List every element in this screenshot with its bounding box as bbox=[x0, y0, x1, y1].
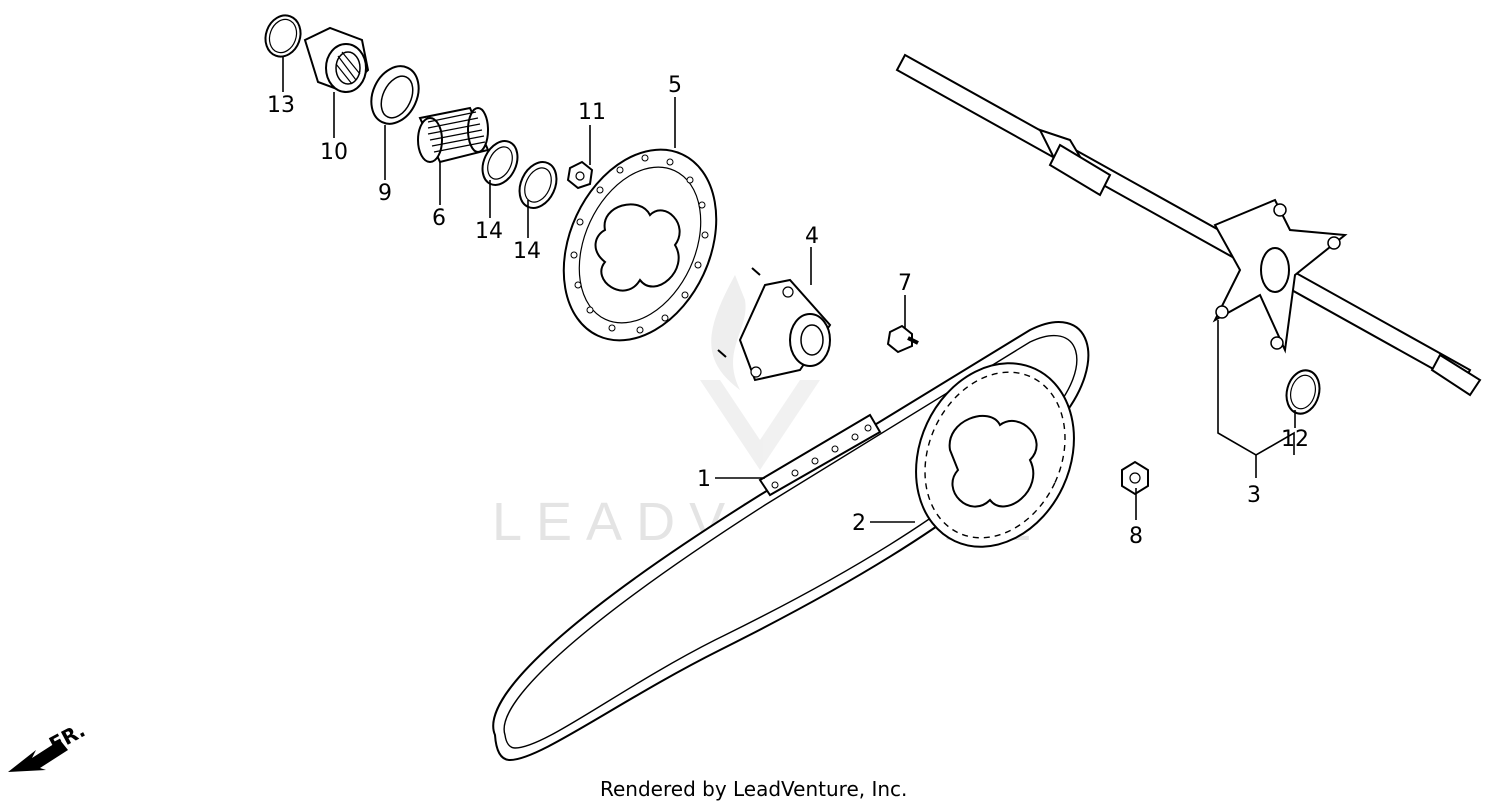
watermark-logo bbox=[700, 275, 820, 470]
oil-seal-14a bbox=[481, 140, 519, 186]
lock-nut-10 bbox=[303, 26, 370, 94]
callout-12: 12 bbox=[1281, 427, 1309, 452]
front-direction-indicator: FR. bbox=[8, 718, 89, 772]
brake-disc-5 bbox=[562, 148, 718, 342]
callout-6: 6 bbox=[432, 206, 446, 231]
callout-2: 2 bbox=[852, 511, 866, 536]
callout-14a: 14 bbox=[475, 219, 503, 244]
callout-8: 8 bbox=[1129, 524, 1143, 549]
bearing-holder-6 bbox=[417, 106, 490, 164]
callout-10: 10 bbox=[320, 140, 348, 165]
render-credit: Rendered by LeadVenture, Inc. bbox=[600, 777, 907, 801]
driven-sprocket-2 bbox=[915, 362, 1075, 548]
callout-14b: 14 bbox=[513, 239, 541, 264]
callout-4: 4 bbox=[805, 224, 819, 249]
callout-13: 13 bbox=[267, 93, 295, 118]
callout-9: 9 bbox=[378, 181, 392, 206]
callout-11: 11 bbox=[578, 100, 606, 125]
leader-lines bbox=[282, 57, 1296, 523]
flange-nut-8 bbox=[1121, 460, 1149, 496]
flange-nut-11 bbox=[566, 160, 594, 190]
rear-hub-4 bbox=[717, 267, 832, 382]
callout-5: 5 bbox=[668, 73, 682, 98]
callout-labels: 1 2 3 4 5 6 7 8 9 10 11 12 13 14 14 bbox=[267, 73, 1309, 549]
snap-ring-12 bbox=[1285, 369, 1321, 415]
callout-7: 7 bbox=[898, 271, 912, 296]
callout-1: 1 bbox=[697, 467, 711, 492]
callout-3: 3 bbox=[1247, 483, 1261, 508]
oil-seal-14b bbox=[518, 161, 558, 209]
bolt-7 bbox=[886, 324, 919, 354]
snap-ring-13 bbox=[264, 14, 302, 58]
lock-nut-9 bbox=[370, 65, 420, 125]
rear-axle-3 bbox=[895, 53, 1482, 397]
